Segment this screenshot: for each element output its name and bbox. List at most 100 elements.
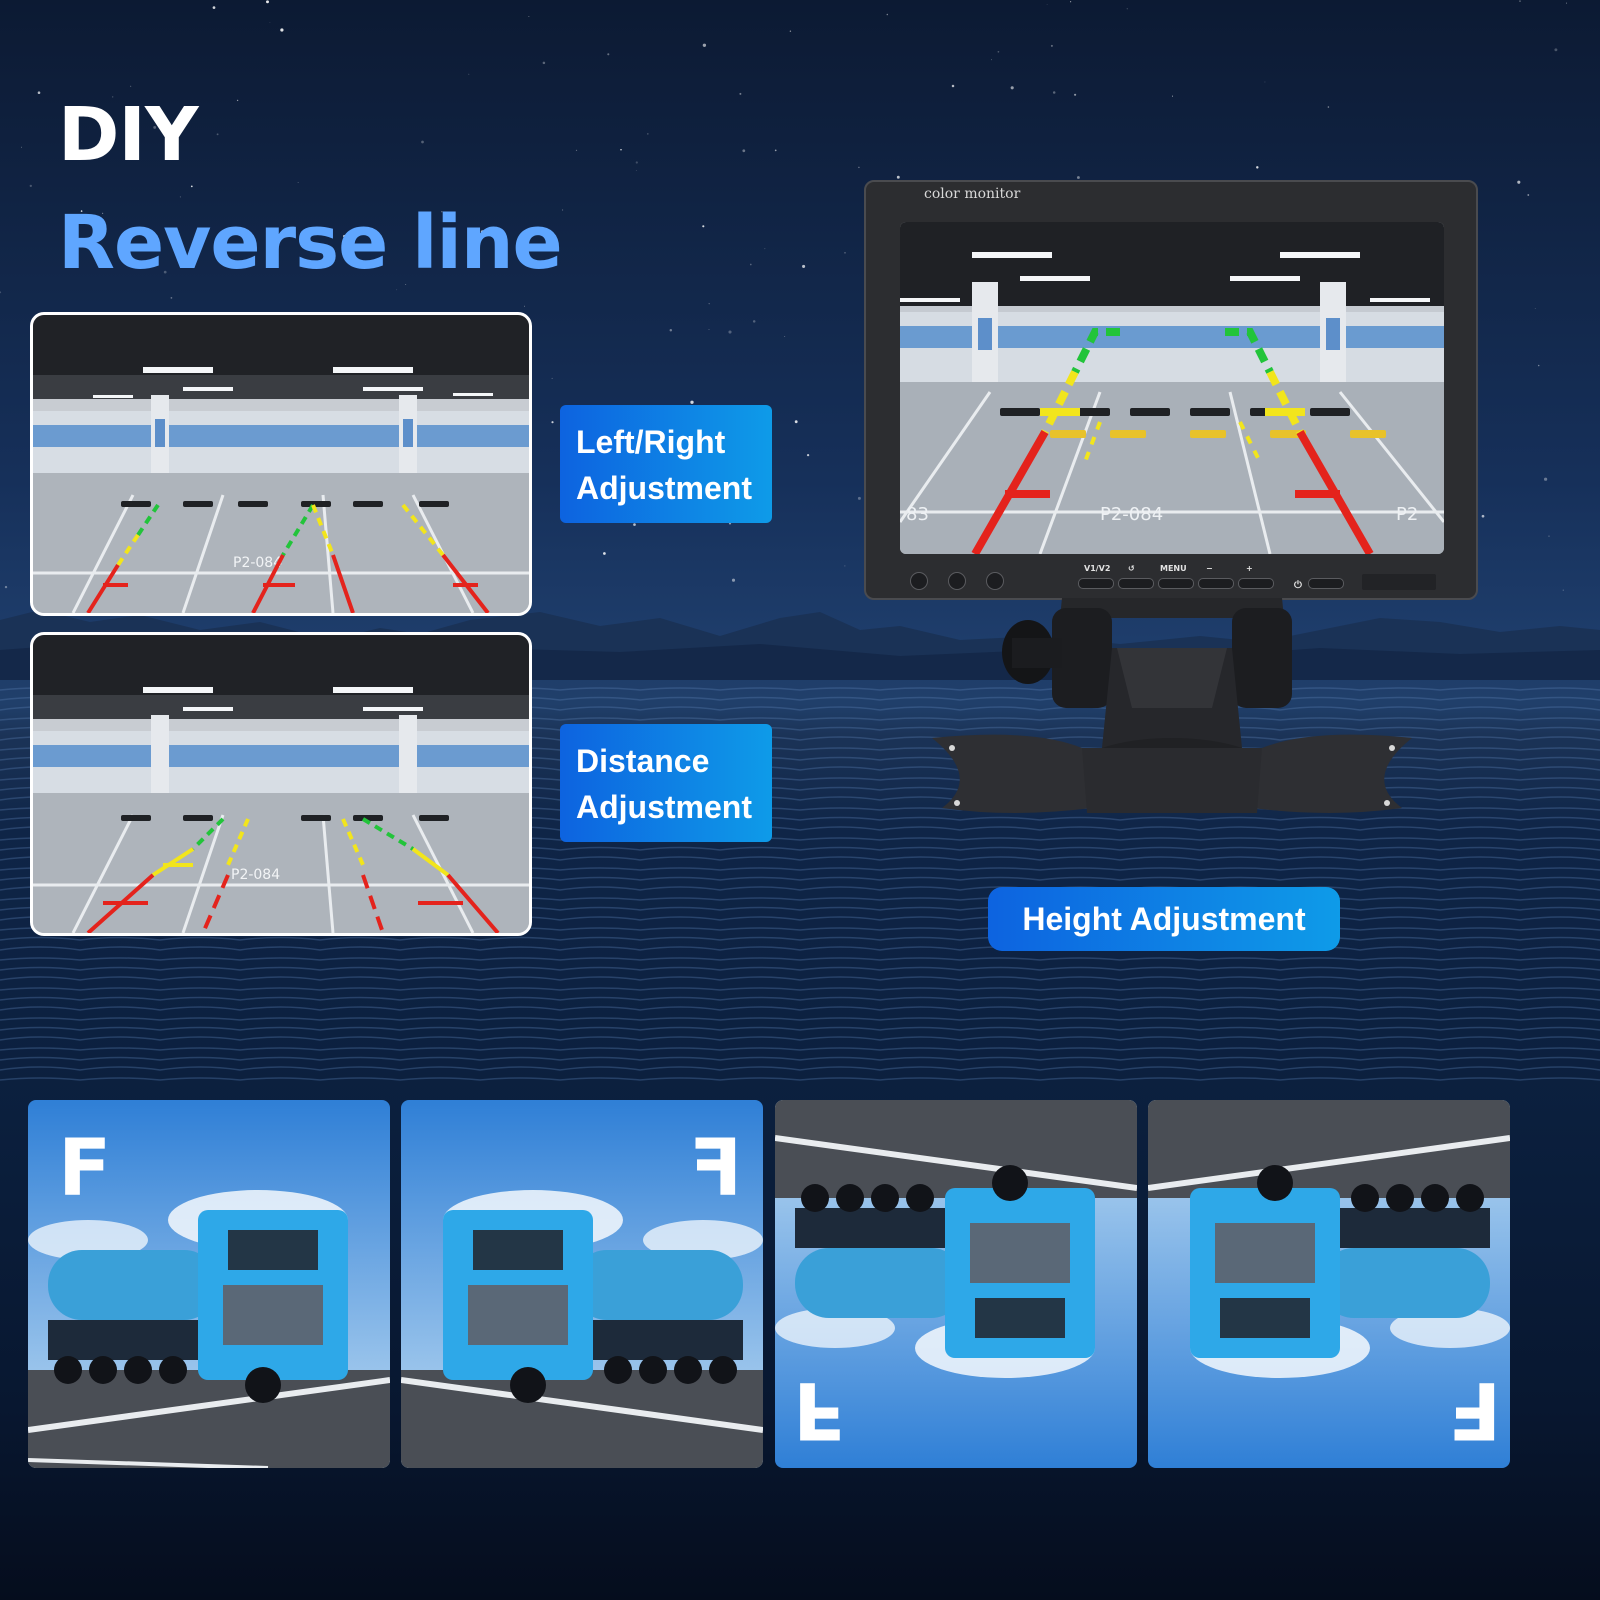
star — [646, 133, 649, 135]
plus-label: + — [1246, 564, 1253, 573]
star — [1544, 477, 1548, 481]
power-button[interactable] — [1308, 578, 1344, 589]
star — [542, 61, 546, 65]
star — [774, 149, 777, 152]
star — [731, 578, 736, 582]
star — [216, 133, 219, 136]
monitor-brand: color monitor — [924, 186, 1021, 202]
left-right-adjustment-label: Left/Right Adjustment — [560, 405, 772, 523]
tile-normal-view: F — [28, 1100, 390, 1468]
star — [708, 329, 710, 331]
star — [170, 297, 173, 299]
wave-line — [0, 1077, 1600, 1081]
plus-button[interactable] — [1238, 578, 1274, 589]
wave-line — [0, 1006, 1600, 1011]
star — [633, 523, 636, 526]
orientation-letter: F — [58, 1124, 112, 1214]
tile-rotated-view: F — [1148, 1100, 1510, 1468]
monitor-indicator-panel — [1362, 574, 1436, 590]
star — [784, 336, 786, 337]
star — [702, 43, 707, 47]
star — [708, 303, 710, 305]
star — [266, 0, 269, 4]
star — [752, 320, 756, 323]
monitor-screen: P2-084 83 P2 — [900, 222, 1444, 554]
star — [74, 246, 78, 249]
star — [1562, 589, 1564, 591]
truck-scene — [28, 1100, 390, 1468]
star — [1327, 106, 1330, 108]
wave-line — [0, 976, 1600, 981]
star — [806, 453, 810, 457]
star — [524, 305, 526, 307]
star — [702, 225, 705, 228]
menu-button[interactable] — [1158, 578, 1194, 589]
wave-line — [0, 1056, 1600, 1061]
star — [886, 13, 889, 16]
star — [951, 84, 955, 88]
sea-waves — [0, 687, 1600, 1081]
wave-line — [0, 957, 1600, 961]
parking-label: P2 — [1396, 504, 1418, 525]
wave-line — [0, 1047, 1600, 1051]
star — [742, 149, 746, 153]
star — [0, 291, 2, 294]
star — [635, 161, 638, 164]
headline-reverse-line: Reverse line — [58, 200, 563, 286]
star — [1070, 1, 1072, 3]
star — [1527, 194, 1530, 196]
garage-scene-2: P2-084 — [33, 635, 529, 933]
star — [236, 99, 239, 102]
star — [81, 220, 84, 223]
label-line-1: Distance — [576, 743, 710, 779]
garage-view-distance: P2-084 — [30, 632, 532, 936]
v1v2-button[interactable] — [1078, 578, 1114, 589]
v1v2-label: V1/V2 — [1084, 564, 1111, 573]
minus-label: − — [1206, 564, 1213, 573]
height-adjustment-label: Height Adjustment — [988, 887, 1340, 951]
star — [607, 53, 610, 56]
truck-scene-rotated — [1148, 1100, 1510, 1468]
wave-line — [0, 936, 1600, 941]
orientation-letter: F — [793, 1364, 847, 1454]
star — [794, 420, 798, 424]
parking-label: P2-084 — [231, 867, 280, 883]
monitor-sensor-knob — [986, 572, 1004, 590]
star — [1050, 44, 1053, 47]
star — [441, 210, 443, 213]
star — [844, 252, 846, 254]
star — [29, 184, 32, 188]
back-arrow-icon: ↺ — [1128, 564, 1135, 573]
star — [857, 496, 861, 500]
label-line-1: Left/Right — [576, 424, 726, 460]
star — [858, 166, 860, 169]
monitor-stand — [932, 598, 1412, 813]
star — [620, 149, 622, 151]
back-button[interactable] — [1118, 578, 1154, 589]
star — [4, 585, 8, 589]
star — [1076, 176, 1080, 179]
star — [1537, 364, 1540, 367]
star — [1548, 535, 1550, 537]
star — [89, 153, 92, 156]
star — [802, 264, 806, 268]
star — [896, 175, 900, 179]
minus-button[interactable] — [1198, 578, 1234, 589]
monitor-garage-scene: P2-084 83 P2 — [900, 222, 1444, 554]
star — [1519, 0, 1521, 2]
garage-scene-1: P2-084 — [33, 315, 529, 613]
star — [728, 330, 732, 334]
star — [1565, 2, 1567, 4]
wave-line — [0, 966, 1600, 971]
star — [1172, 95, 1173, 97]
star — [1046, 4, 1048, 5]
star — [635, 170, 637, 171]
truck-scene-mirrored — [401, 1100, 763, 1468]
star — [130, 85, 132, 87]
tile-mirror-view: F — [401, 1100, 763, 1468]
wave-line — [0, 1066, 1600, 1071]
star — [1517, 180, 1521, 184]
star — [844, 565, 846, 567]
star — [297, 182, 299, 183]
star — [1264, 81, 1266, 83]
